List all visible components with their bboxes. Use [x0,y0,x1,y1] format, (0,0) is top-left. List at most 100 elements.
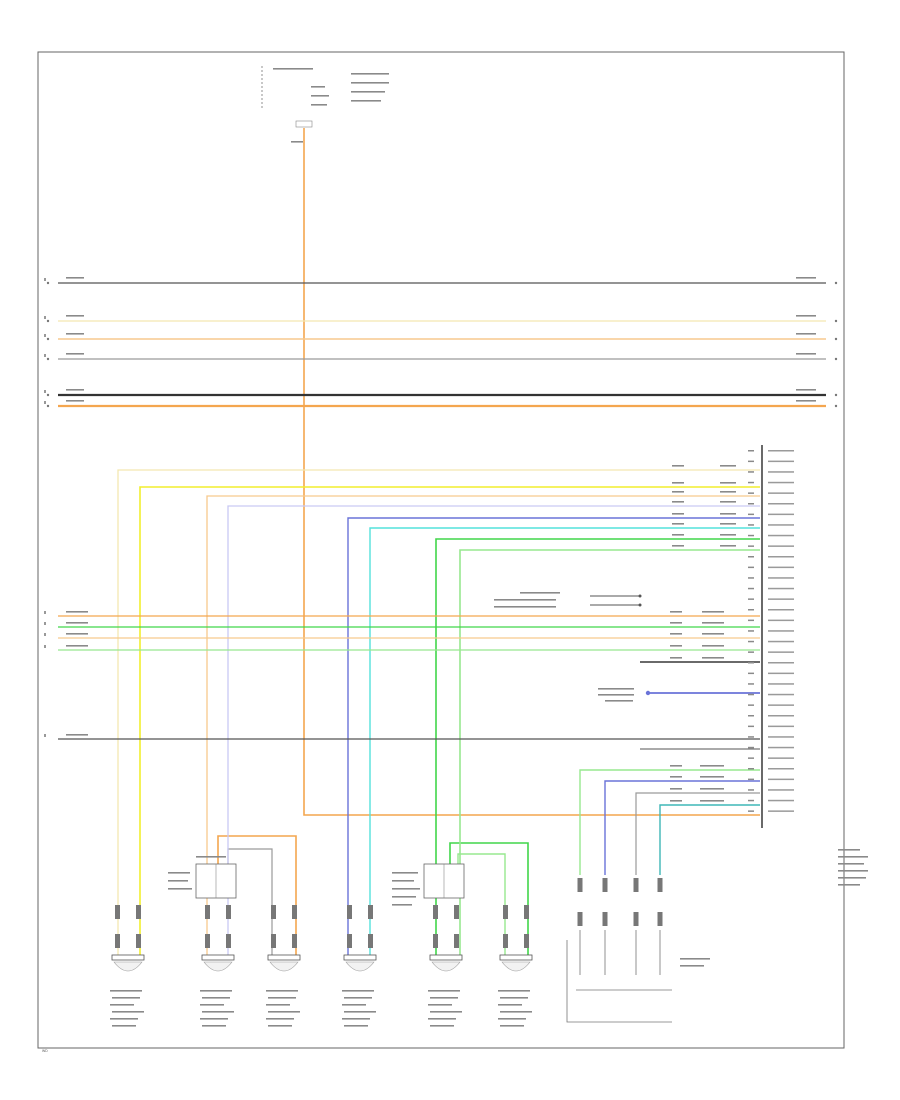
pin-number-mark [748,778,754,781]
right-front-speaker-label [342,1004,366,1006]
wire-label-right [702,622,724,624]
left-door-speaker-terminal [201,954,235,961]
subwoofer-wire [604,780,760,875]
left-front-speaker-label [110,1018,138,1020]
label-layer [44,68,868,1027]
pin-number-mark [748,799,754,802]
bus-wire-label-right [796,400,816,402]
subwoofer-pin [633,912,639,926]
pin-function-mark [768,566,794,569]
lf-door-wire [206,495,760,815]
splice-label [520,592,560,594]
left-door-tweeter-terminal [267,954,301,961]
pin-number-mark [748,640,754,643]
pin-number-mark [748,810,754,812]
pin-number-mark [748,450,754,452]
right-door-tweeter-label [500,997,528,999]
left-front-speaker [111,905,145,972]
right-door-tweeter [499,905,533,972]
right-front-speaker-pin [347,934,352,948]
wire-label-right [720,545,736,547]
left-door-tweeter-cone [269,961,299,972]
pin-function-mark [768,619,794,622]
left-door-speaker [201,905,235,972]
pin-number-mark [748,736,754,738]
amplifier-label-mark [838,863,864,865]
bus-end-marker [46,337,50,341]
right-door-speaker-label [430,1011,462,1013]
pin-function-mark [768,778,794,781]
pin-number-mark [748,672,754,675]
right-door-tweeter-cone [501,961,531,972]
left-door-tweeter-label [268,1025,292,1027]
wire-label-right [700,800,724,802]
subwoofer-pin [602,878,608,892]
fuse-label-mark [291,141,303,143]
left-front-speaker-pin [115,934,120,948]
pin-function-mark [768,513,794,516]
splice-label [494,599,556,601]
right-door-speaker-pin [433,934,438,948]
left-page-ref [44,334,46,337]
left-front-speaker-cone [113,961,143,972]
pin-function-mark [768,768,794,770]
right-door-tweeter-label [500,1025,524,1027]
pin-number-mark [748,492,754,494]
connector-label [168,872,190,874]
bus-wire-label-right [796,315,816,317]
connector-label [392,904,412,906]
pin-function-mark [768,693,794,696]
left-feed-label [66,622,88,624]
connector-label [392,896,416,898]
wire-label-right [720,534,736,536]
left-page-ref [44,633,46,636]
signal-label [598,694,634,696]
pin-function-mark [768,746,794,749]
left-front-speaker-label [110,990,142,992]
bus-wire-label-left [66,333,84,335]
bus-end-marker [834,319,838,323]
bus-wire-label-left [66,389,84,391]
pin-number-mark [748,662,754,664]
amplifier-label-mark [838,877,866,879]
bus-end-marker [46,393,50,397]
right-front-speaker-label [344,1011,376,1013]
bus-end-marker [46,281,50,285]
right-door-tweeter-pin [524,934,529,948]
splice-label [494,606,556,608]
wire-label-left [670,788,682,790]
left-page-ref [44,622,46,625]
rf-door-wire [459,549,760,815]
right-door-speaker-label [430,997,458,999]
component-layer [46,66,838,1023]
left-door-speaker-cone [203,961,233,972]
pin-number-mark [748,524,754,526]
left-door-speaker-label [200,990,232,992]
pin-function-mark [768,736,794,738]
pin-number-mark [748,725,754,728]
bus-end-marker [834,393,838,397]
left-page-ref [44,611,46,614]
lf-speaker-wire [117,469,760,905]
pin-function-mark [768,450,794,452]
left-feed-label [66,734,88,736]
wire-label-right [720,513,736,515]
right-door-tweeter-label [498,990,530,992]
amplifier-label-mark [838,884,860,886]
pin-number-mark [748,768,754,770]
pin-function-mark [768,598,794,600]
connector-label [168,880,188,882]
lf-door-wire [227,505,760,815]
left-page-ref [44,401,46,404]
pin-function-mark [768,640,794,643]
pin-function-mark [768,577,794,579]
wire-label-left [670,611,682,613]
bus-end-marker [46,404,50,408]
fuse-label-mark [351,91,385,93]
left-page-ref [44,390,46,393]
left-door-speaker-pin [226,934,231,948]
bus-wire-label-left [66,400,84,402]
pin-function-mark [768,789,794,791]
pin-function-mark [768,683,794,685]
